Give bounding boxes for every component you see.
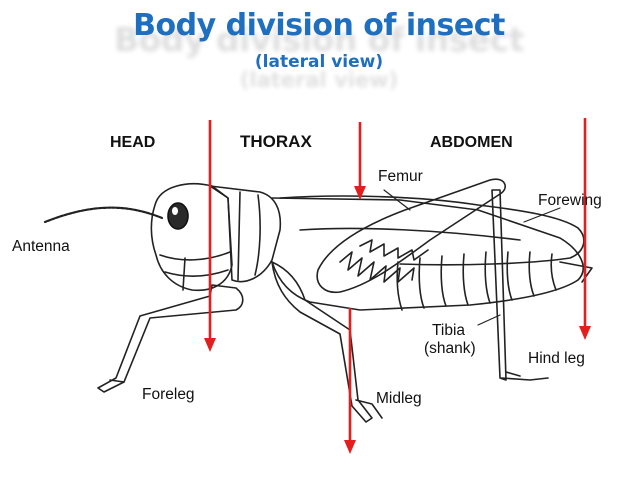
head-thorax-divider-arrow <box>204 120 216 352</box>
hind-leg-label: Hind leg <box>528 350 585 367</box>
forewing-leader <box>523 207 561 223</box>
tibia-leader <box>477 314 501 326</box>
antenna-drawing <box>43 206 164 224</box>
region-head-label: HEAD <box>110 134 156 151</box>
foreleg-label: Foreleg <box>142 386 195 403</box>
division-arrows <box>204 118 591 454</box>
femur-leader <box>383 189 411 211</box>
forewing-label: Forewing <box>538 192 602 209</box>
forewing-drawing <box>279 195 585 266</box>
thorax-abdomen-divider-arrow <box>344 308 356 454</box>
abdomen-end-arrow <box>579 118 591 340</box>
region-thorax-label: THORAX <box>240 132 312 151</box>
thorax-outline <box>209 185 282 283</box>
midleg-label: Midleg <box>376 390 422 407</box>
shank-label: (shank) <box>424 340 476 357</box>
diagram-title: Body division of insect <box>133 8 505 43</box>
diagram-subtitle: (lateral view) <box>254 52 384 72</box>
foreleg-drawing <box>97 284 244 393</box>
antenna-label: Antenna <box>12 238 70 255</box>
tibia-label: Tibia <box>432 322 466 339</box>
subtitle-shadow: (lateral view) <box>239 68 399 92</box>
femur-label: Femur <box>378 168 423 185</box>
thorax-top-arrow <box>354 122 366 200</box>
compound-eye <box>167 202 189 230</box>
midleg-drawing <box>271 261 373 423</box>
hind-tibia-drawing <box>491 189 507 381</box>
head-outline <box>150 182 233 292</box>
title-shadow: Body division of insect <box>114 20 525 59</box>
region-abdomen-label: ABDOMEN <box>430 134 513 151</box>
abdomen-outline <box>271 197 584 311</box>
